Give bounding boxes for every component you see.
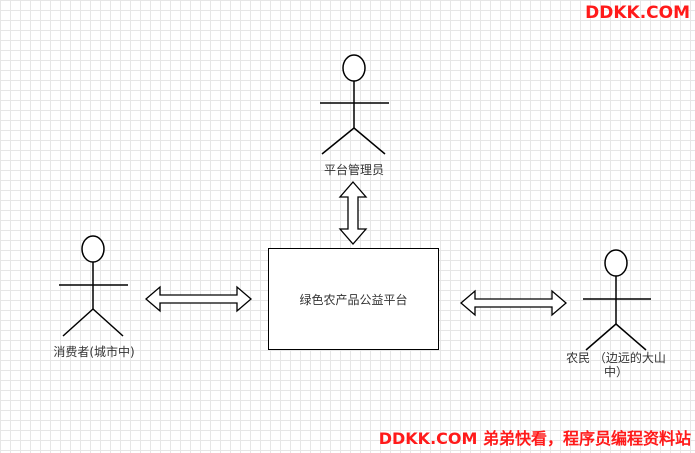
actor-consumer-label: 消费者(城市中) (53, 345, 135, 359)
actor-farmer-label-line1: 农民 （边远的大山 (566, 351, 666, 365)
watermark-bottom: DDKK.COM 弟弟快看，程序员编程资料站 (378, 429, 691, 448)
actor-consumer-leg-left (62, 308, 94, 337)
actor-consumer-leg-right (92, 308, 124, 337)
arrow-platform-farmer (460, 289, 567, 317)
actor-farmer-label: 农民 （边远的大山 中） (556, 351, 676, 379)
actor-farmer-head (604, 249, 628, 277)
watermark-top: DDKK.COM (585, 3, 690, 23)
actor-farmer-leg-right (615, 323, 647, 351)
actor-farmer-label-line2: 中） (603, 365, 628, 379)
arrow-consumer-platform (145, 285, 252, 313)
actor-farmer-leg-left (585, 323, 617, 351)
actor-admin-label: 平台管理员 (323, 163, 384, 177)
actor-admin-leg-left (321, 127, 355, 155)
actor-consumer-figure (59, 235, 128, 337)
actor-consumer-head (81, 235, 105, 263)
actor-admin-leg-right (353, 127, 386, 155)
actor-admin-figure (320, 54, 389, 155)
arrow-admin-platform (338, 181, 368, 245)
platform-box: 绿色农产品公益平台 (268, 248, 439, 350)
platform-label: 绿色农产品公益平台 (299, 292, 408, 307)
actor-farmer-figure (583, 249, 651, 351)
actor-admin-head (342, 54, 366, 82)
